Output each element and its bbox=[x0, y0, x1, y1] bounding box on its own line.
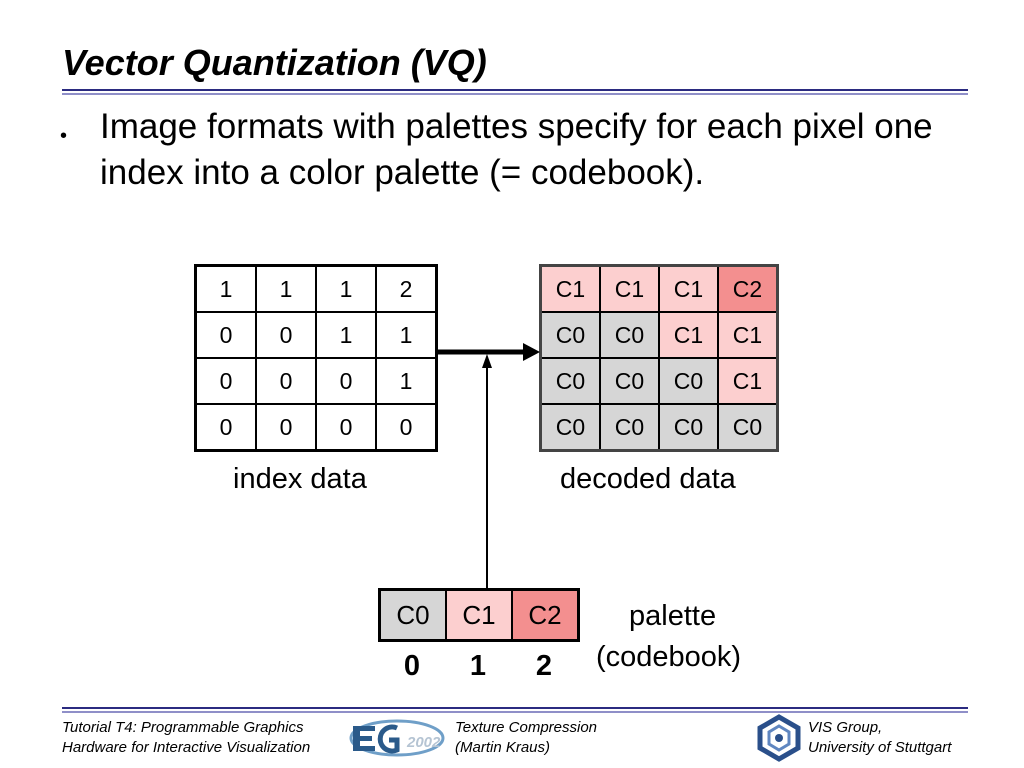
index-to-decoded-arrow-head bbox=[523, 343, 540, 361]
index-cell: 0 bbox=[315, 357, 377, 405]
index-cell: 1 bbox=[375, 357, 438, 405]
palette-index: 1 bbox=[469, 650, 487, 682]
index-data-grid: 1 1 1 2 0 0 1 1 0 0 0 1 0 0 0 0 bbox=[194, 264, 438, 452]
palette-index: 2 bbox=[535, 650, 553, 682]
decoded-cell: C1 bbox=[539, 264, 601, 313]
decoded-cell: C0 bbox=[539, 311, 601, 359]
slide-title: Vector Quantization (VQ) bbox=[62, 42, 487, 83]
decoded-cell: C1 bbox=[658, 311, 719, 359]
bullet-text: Image formats with palettes specify for … bbox=[100, 107, 933, 192]
footer-topic-line1: Texture Compression bbox=[455, 719, 598, 736]
footer-topic-line2: (Martin Kraus) bbox=[455, 739, 551, 756]
decoded-row: C0 C0 C0 C0 bbox=[539, 403, 779, 452]
decoded-cell: C0 bbox=[599, 403, 660, 452]
decoded-cell: C1 bbox=[658, 264, 719, 313]
eg2002-logo-icon: 2002 bbox=[349, 719, 445, 757]
footer-tutorial-line2: Hardware for Interactive Visualization bbox=[62, 739, 311, 756]
index-cell: 1 bbox=[315, 311, 377, 359]
index-cell: 0 bbox=[194, 403, 257, 452]
decoded-cell: C0 bbox=[717, 403, 779, 452]
palette-entry: C0 bbox=[378, 588, 447, 642]
index-cell: 1 bbox=[375, 311, 438, 359]
index-data-label: index data bbox=[233, 463, 367, 495]
decoded-cell: C0 bbox=[658, 357, 719, 405]
decoded-cell: C0 bbox=[658, 403, 719, 452]
index-cell: 0 bbox=[255, 357, 317, 405]
index-cell: 0 bbox=[194, 357, 257, 405]
palette-entry: C1 bbox=[445, 588, 513, 642]
index-cell: 2 bbox=[375, 264, 438, 313]
index-cell: 0 bbox=[255, 311, 317, 359]
decoded-cell: C2 bbox=[717, 264, 779, 313]
title-rule-shadow bbox=[62, 93, 968, 95]
palette-index: 0 bbox=[403, 650, 421, 682]
palette-label: palette bbox=[629, 600, 717, 632]
decoded-data-label: decoded data bbox=[560, 463, 736, 495]
index-row: 0 0 1 1 bbox=[194, 311, 438, 359]
index-row: 0 0 0 1 bbox=[194, 357, 438, 405]
decoded-cell: C1 bbox=[599, 264, 660, 313]
decoded-cell: C1 bbox=[717, 311, 779, 359]
index-cell: 0 bbox=[255, 403, 317, 452]
footer-rule bbox=[62, 707, 968, 709]
footer-group-line2: University of Stuttgart bbox=[808, 739, 952, 756]
university-stuttgart-logo-icon bbox=[757, 714, 801, 762]
palette-grid: C0 C1 C2 bbox=[378, 588, 580, 642]
title-rule bbox=[62, 89, 968, 91]
index-cell: 1 bbox=[194, 264, 257, 313]
logo-year-text: 2002 bbox=[406, 734, 441, 751]
decoded-row: C0 C0 C0 C1 bbox=[539, 357, 779, 405]
index-cell: 1 bbox=[315, 264, 377, 313]
index-cell: 0 bbox=[375, 403, 438, 452]
decoded-cell: C0 bbox=[599, 311, 660, 359]
decoded-row: C1 C1 C1 C2 bbox=[539, 264, 779, 313]
palette-row: C0 C1 C2 bbox=[378, 588, 580, 642]
footer-group-line1: VIS Group, bbox=[808, 719, 883, 736]
decoded-cell: C1 bbox=[717, 357, 779, 405]
footer-tutorial-line1: Tutorial T4: Programmable Graphics bbox=[62, 719, 304, 736]
decoded-data-grid: C1 C1 C1 C2 C0 C0 C1 C1 C0 C0 C0 C1 C0 C… bbox=[539, 264, 779, 452]
decoded-cell: C0 bbox=[599, 357, 660, 405]
codebook-label: (codebook) bbox=[596, 641, 742, 673]
palette-entry: C2 bbox=[511, 588, 580, 642]
bullet-marker: • bbox=[60, 125, 68, 147]
footer-rule-shadow bbox=[62, 711, 968, 713]
decoded-row: C0 C0 C1 C1 bbox=[539, 311, 779, 359]
index-row: 1 1 1 2 bbox=[194, 264, 438, 313]
index-row: 0 0 0 0 bbox=[194, 403, 438, 452]
decoded-cell: C0 bbox=[539, 357, 601, 405]
index-cell: 0 bbox=[194, 311, 257, 359]
index-cell: 0 bbox=[315, 403, 377, 452]
index-cell: 1 bbox=[255, 264, 317, 313]
palette-to-arrow-head bbox=[482, 354, 492, 368]
decoded-cell: C0 bbox=[539, 403, 601, 452]
